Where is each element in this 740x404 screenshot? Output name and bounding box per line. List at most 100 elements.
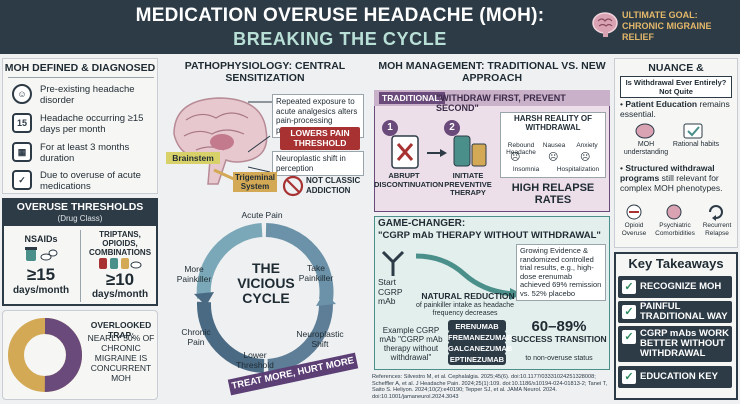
cycle-title-2: VICIOUS bbox=[237, 275, 295, 291]
takeaway-2-text: PAINFUL TRADITIONAL WAY bbox=[640, 301, 728, 322]
thresholds-header bbox=[2, 198, 158, 226]
check-icon: ✓ bbox=[622, 305, 636, 319]
gamechanger-title: GAME-CHANGER: bbox=[378, 218, 466, 229]
drug-pill-eptinezumab: EPTINEZUMAB bbox=[448, 353, 506, 365]
vicious-cycle-diagram bbox=[194, 223, 336, 373]
patho-title: PATHOPHYSIOLOGY: CENTRAL SENSITIZATION bbox=[184, 60, 346, 84]
triptans-label: TRIPTANS, OPIOIDS, COMBINATIONS bbox=[88, 230, 152, 257]
antibody-icon bbox=[381, 250, 405, 276]
takeaway-1: ✓ RECOGNIZE MOH bbox=[618, 276, 732, 298]
icon-label-psychiatric: Psychiatric Comorbidities bbox=[655, 222, 695, 237]
takeaway-3: ✓CGRP mAbs WORK BETTER WITHOUT WITHDRAWA… bbox=[618, 326, 732, 362]
step-1-label: ABRUPT DISCONTINUATION bbox=[374, 171, 444, 189]
brain-understanding-icon bbox=[635, 123, 655, 139]
drug-pill-erenumab: ERENUMAB bbox=[448, 320, 506, 332]
defined-item-4: Due to overuse of acute medications bbox=[40, 170, 141, 192]
cycle-title-3: CYCLE bbox=[242, 290, 290, 306]
triptans-unit: days/month bbox=[91, 289, 149, 300]
overlooked-title: OVERLOOKED TRAP: bbox=[90, 320, 152, 340]
pill-bottle-icon bbox=[25, 247, 58, 261]
vicious-cycle-title: THE VICIOUS CYCLE bbox=[216, 261, 316, 306]
trigeminal-label: Trigeminal System bbox=[233, 172, 277, 192]
overlooked-text: NEARLY 50% OF CHRONIC MIGRAINE IS CONCUR… bbox=[87, 333, 155, 383]
patho-note-3: Neuroplastic shift in perception bbox=[272, 151, 364, 176]
icon-label-habits: Rational habits bbox=[672, 141, 720, 148]
check-icon: ✓ bbox=[622, 370, 636, 384]
management-title: MOH MANAGEMENT: TRADITIONAL VS. NEW APPR… bbox=[378, 60, 606, 84]
sad-face-icon: ☹ bbox=[510, 152, 521, 163]
triptans-value: ≥10 bbox=[105, 270, 135, 289]
relapse-text: HIGH RELAPSE RATES bbox=[511, 182, 595, 206]
thresholds-title: OVERUSE THRESHOLDS bbox=[16, 201, 144, 213]
success-value: 60–89% bbox=[531, 318, 587, 335]
medication-stop-icon bbox=[391, 135, 419, 169]
bullet2-rest: still relevant for complex MOH phenotype… bbox=[620, 173, 723, 193]
defined-item-1: Pre-existing headache disorder bbox=[40, 84, 135, 106]
step-2-label: INITIATE PREVENTIVE THERAPY bbox=[444, 171, 492, 197]
harsh-item-nausea: Nausea bbox=[542, 142, 566, 149]
cycle-node-chronic-pain: Chronic Pain bbox=[181, 327, 211, 347]
cycle-node-more-painkiller: More Painkiller bbox=[176, 264, 212, 284]
bullet1-bold: Patient Education bbox=[625, 99, 698, 109]
bullet2-bold: Structured withdrawal programs bbox=[620, 163, 715, 183]
takeaway-2: ✓ PAINFUL TRADITIONAL WAY bbox=[618, 301, 732, 323]
takeaway-1-text: RECOGNIZE MOH bbox=[640, 281, 722, 292]
lowers-threshold-badge: LOWERS PAIN THRESHOLD bbox=[280, 127, 360, 150]
check-icon: ✓ bbox=[622, 280, 636, 294]
icon-label-opioid: Opioid Overuse bbox=[621, 222, 647, 237]
arrow-icon bbox=[427, 149, 447, 157]
thresholds-subtitle: (Drug Class) bbox=[57, 214, 103, 223]
no-addiction-icon bbox=[282, 175, 304, 197]
nsaids-label: NSAIDs bbox=[24, 234, 58, 244]
takeaway-3-text: CGRP mAbs WORK BETTER WITHOUT WITHDRAWAL bbox=[640, 328, 730, 359]
defined-item-3: For at least 3 months duration bbox=[40, 142, 130, 164]
harsh-item-insomnia: Insomnia bbox=[512, 166, 540, 173]
drug-pill-fremanezumab: FREMANEZUMAB bbox=[448, 331, 513, 343]
patho-connector-lines bbox=[248, 101, 272, 173]
psychiatric-icon bbox=[666, 204, 682, 220]
nuance-question: Is Withdrawal Ever Entirely? Not Quite bbox=[620, 76, 732, 98]
head-icon: ☺ bbox=[12, 84, 32, 104]
page-subtitle: BREAKING THE CYCLE bbox=[233, 29, 447, 49]
cycle-node-lower-threshold: Lower Threshold bbox=[236, 350, 274, 370]
nausea-face-icon: ☹ bbox=[548, 152, 559, 163]
start-cgrp-label: Start CGRP mAb bbox=[378, 277, 403, 306]
recurrent-icon bbox=[709, 205, 723, 221]
takeaways-title: Key Takeaways bbox=[628, 256, 724, 271]
harsh-reality-box bbox=[500, 112, 606, 178]
defined-title: MOH DEFINED & DIAGNOSED bbox=[4, 62, 156, 74]
references-text: References: Silvestro M, et al. Cephalal… bbox=[372, 374, 608, 400]
brain-icon bbox=[592, 12, 618, 37]
step-1-badge: 1 bbox=[382, 120, 398, 136]
harsh-item-anxiety: Anxiety bbox=[576, 142, 598, 149]
cycle-node-acute-pain: Acute Pain bbox=[241, 210, 283, 220]
success-label: SUCCESS TRANSITION bbox=[511, 334, 607, 344]
gamechanger-subtitle: "CGRP mAb THERAPY WITHOUT WITHDRAWAL" bbox=[378, 230, 601, 241]
reduction-text: of painkiller intake as headache frequen… bbox=[415, 302, 515, 317]
cycle-title-1: THE bbox=[252, 260, 280, 276]
overlooked-donut bbox=[8, 318, 82, 392]
defined-item-2: Headache occurring ≥15 days per month bbox=[40, 113, 144, 135]
nuance-bullet-1: • Patient Education remains essential. bbox=[620, 99, 730, 119]
checkbox-icon: ✓ bbox=[12, 170, 32, 190]
brainstem-label: Brainstem bbox=[166, 152, 220, 164]
evidence-box: Growing Evidence & randomized controlled… bbox=[516, 244, 606, 301]
nuance-bullet-2: • Structured withdrawal programs still r… bbox=[620, 163, 723, 193]
icon-label-understanding: MOH understanding bbox=[623, 141, 669, 156]
patho-note-3-text: Neuroplastic shift in perception bbox=[276, 154, 346, 173]
calendar-15-icon: 15 bbox=[12, 113, 32, 133]
success-text: to non-overuse status bbox=[525, 355, 593, 362]
bullet1-rest: remains essential. bbox=[620, 99, 730, 119]
takeaway-4: ✓EDUCATION KEY bbox=[618, 366, 732, 388]
nsaids-unit: days/month bbox=[12, 285, 70, 296]
harsh-item-hospitalization: Hospitalization bbox=[556, 166, 600, 173]
divider bbox=[80, 230, 81, 302]
nsaids-value: ≥15 bbox=[26, 265, 56, 284]
harsh-item-rebound: Rebound Headache bbox=[506, 142, 536, 156]
reduction-title: NATURAL REDUCTION bbox=[421, 291, 515, 301]
pill-bottles-icon bbox=[99, 258, 142, 269]
harsh-title: HARSH REALITY OF WITHDRAWAL bbox=[513, 114, 593, 132]
step-2-badge: 2 bbox=[444, 120, 460, 136]
opioid-icon bbox=[626, 204, 642, 220]
preventive-therapy-icon bbox=[453, 135, 487, 167]
